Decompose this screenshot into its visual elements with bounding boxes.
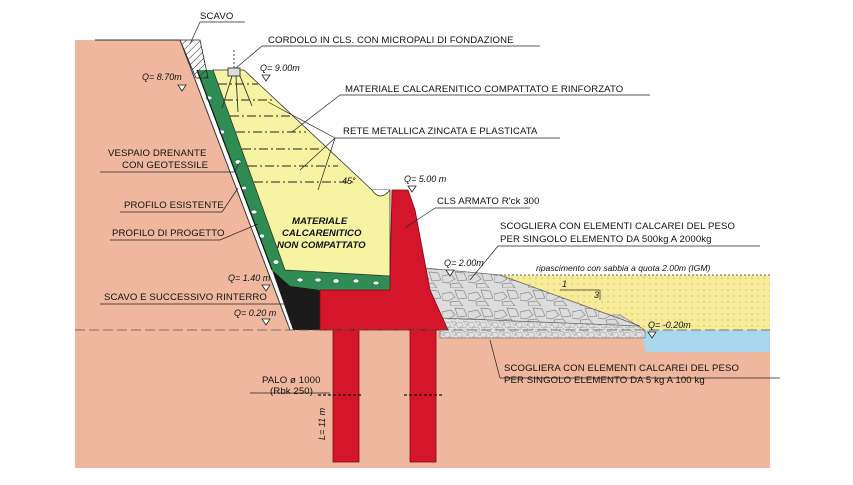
label-scogliera-piccola-2: PER SINGOLO ELEMENTO DA 5 kg A 100 kg (504, 375, 705, 386)
design-profile-line (196, 69, 273, 271)
geogrid-layers (218, 83, 356, 183)
label-palo-length: L= 11 m (317, 407, 327, 440)
slope-run: 3 (594, 290, 599, 300)
label-vespaio-2: CON GEOTESSILE (122, 160, 208, 171)
label-vespaio-1: VESPAIO DRENANTE (108, 148, 206, 159)
drain-layer (197, 70, 390, 290)
cordolo-micropiles (221, 50, 253, 113)
slope-rise: 1 (562, 279, 567, 289)
elevation-500: Q= 5.00 m (404, 174, 447, 184)
slope-indicator (560, 289, 601, 300)
label-palo-2: (Rbk 250) (270, 386, 313, 397)
label-materiale-compattato: MATERIALE CALCARENITICO COMPATTATO E RIN… (345, 84, 623, 95)
elevation-triangles (177, 74, 657, 339)
label-profilo-progetto: PROFILO DI PROGETTO (112, 228, 225, 239)
ground-body (75, 40, 770, 468)
leader-lines (100, 21, 780, 394)
label-scavo-rinterro: SCAVO E SUCCESSIVO RINTERRO (104, 292, 267, 303)
elevation-200: Q= 2.00m (444, 258, 484, 268)
label-scogliera-grande-1: SCOGLIERA CON ELEMENTI CALCAREI DEL PESO (500, 221, 735, 232)
label-scavo: SCAVO (200, 11, 233, 22)
pile-left (332, 329, 360, 463)
existing-profile-line (95, 39, 291, 331)
elevation-minus-020: Q= -0.20m (648, 320, 691, 330)
elevation-870: Q= 8.70m (142, 72, 182, 82)
label-palo-1: PALO ø 1000 (262, 375, 321, 386)
elevation-140: Q= 1.40 m (228, 273, 271, 283)
label-mat-nc-3: NON COMPATTATO (277, 240, 366, 251)
pile-right (409, 329, 437, 463)
elevation-900: Q= 9.00m (260, 63, 300, 73)
label-scogliera-grande-2: PER SINGOLO ELEMENTO DA 500kg A 2000kg (500, 234, 712, 245)
label-cls-armato: CLS ARMATO R'ck 300 (437, 196, 540, 207)
elevation-020: Q= 0.20 m (234, 308, 277, 318)
sand-dots (500, 275, 770, 330)
sea-water (640, 330, 770, 352)
label-mat-nc-2: CALCARENITICO (282, 228, 362, 239)
top-excavation-hatch (179, 39, 209, 79)
excavation-backfill (272, 270, 320, 330)
label-cordolo: CORDOLO IN CLS. CON MICROPALI DI FONDAZI… (268, 35, 514, 46)
label-rete: RETE METALLICA ZINCATA E PLASTICATA (343, 126, 538, 137)
wall-top-notch (371, 189, 391, 197)
label-profilo-esistente: PROFILO ESISTENTE (124, 200, 224, 211)
label-scogliera-piccola-1: SCOGLIERA CON ELEMENTI CALCAREI DEL PESO (504, 363, 739, 374)
label-ripascimento: ripascimento con sabbia a quota 2.00m (I… (536, 263, 710, 273)
label-mat-nc-1: MATERIALE (292, 216, 348, 227)
angle-label: 45° (342, 176, 356, 186)
